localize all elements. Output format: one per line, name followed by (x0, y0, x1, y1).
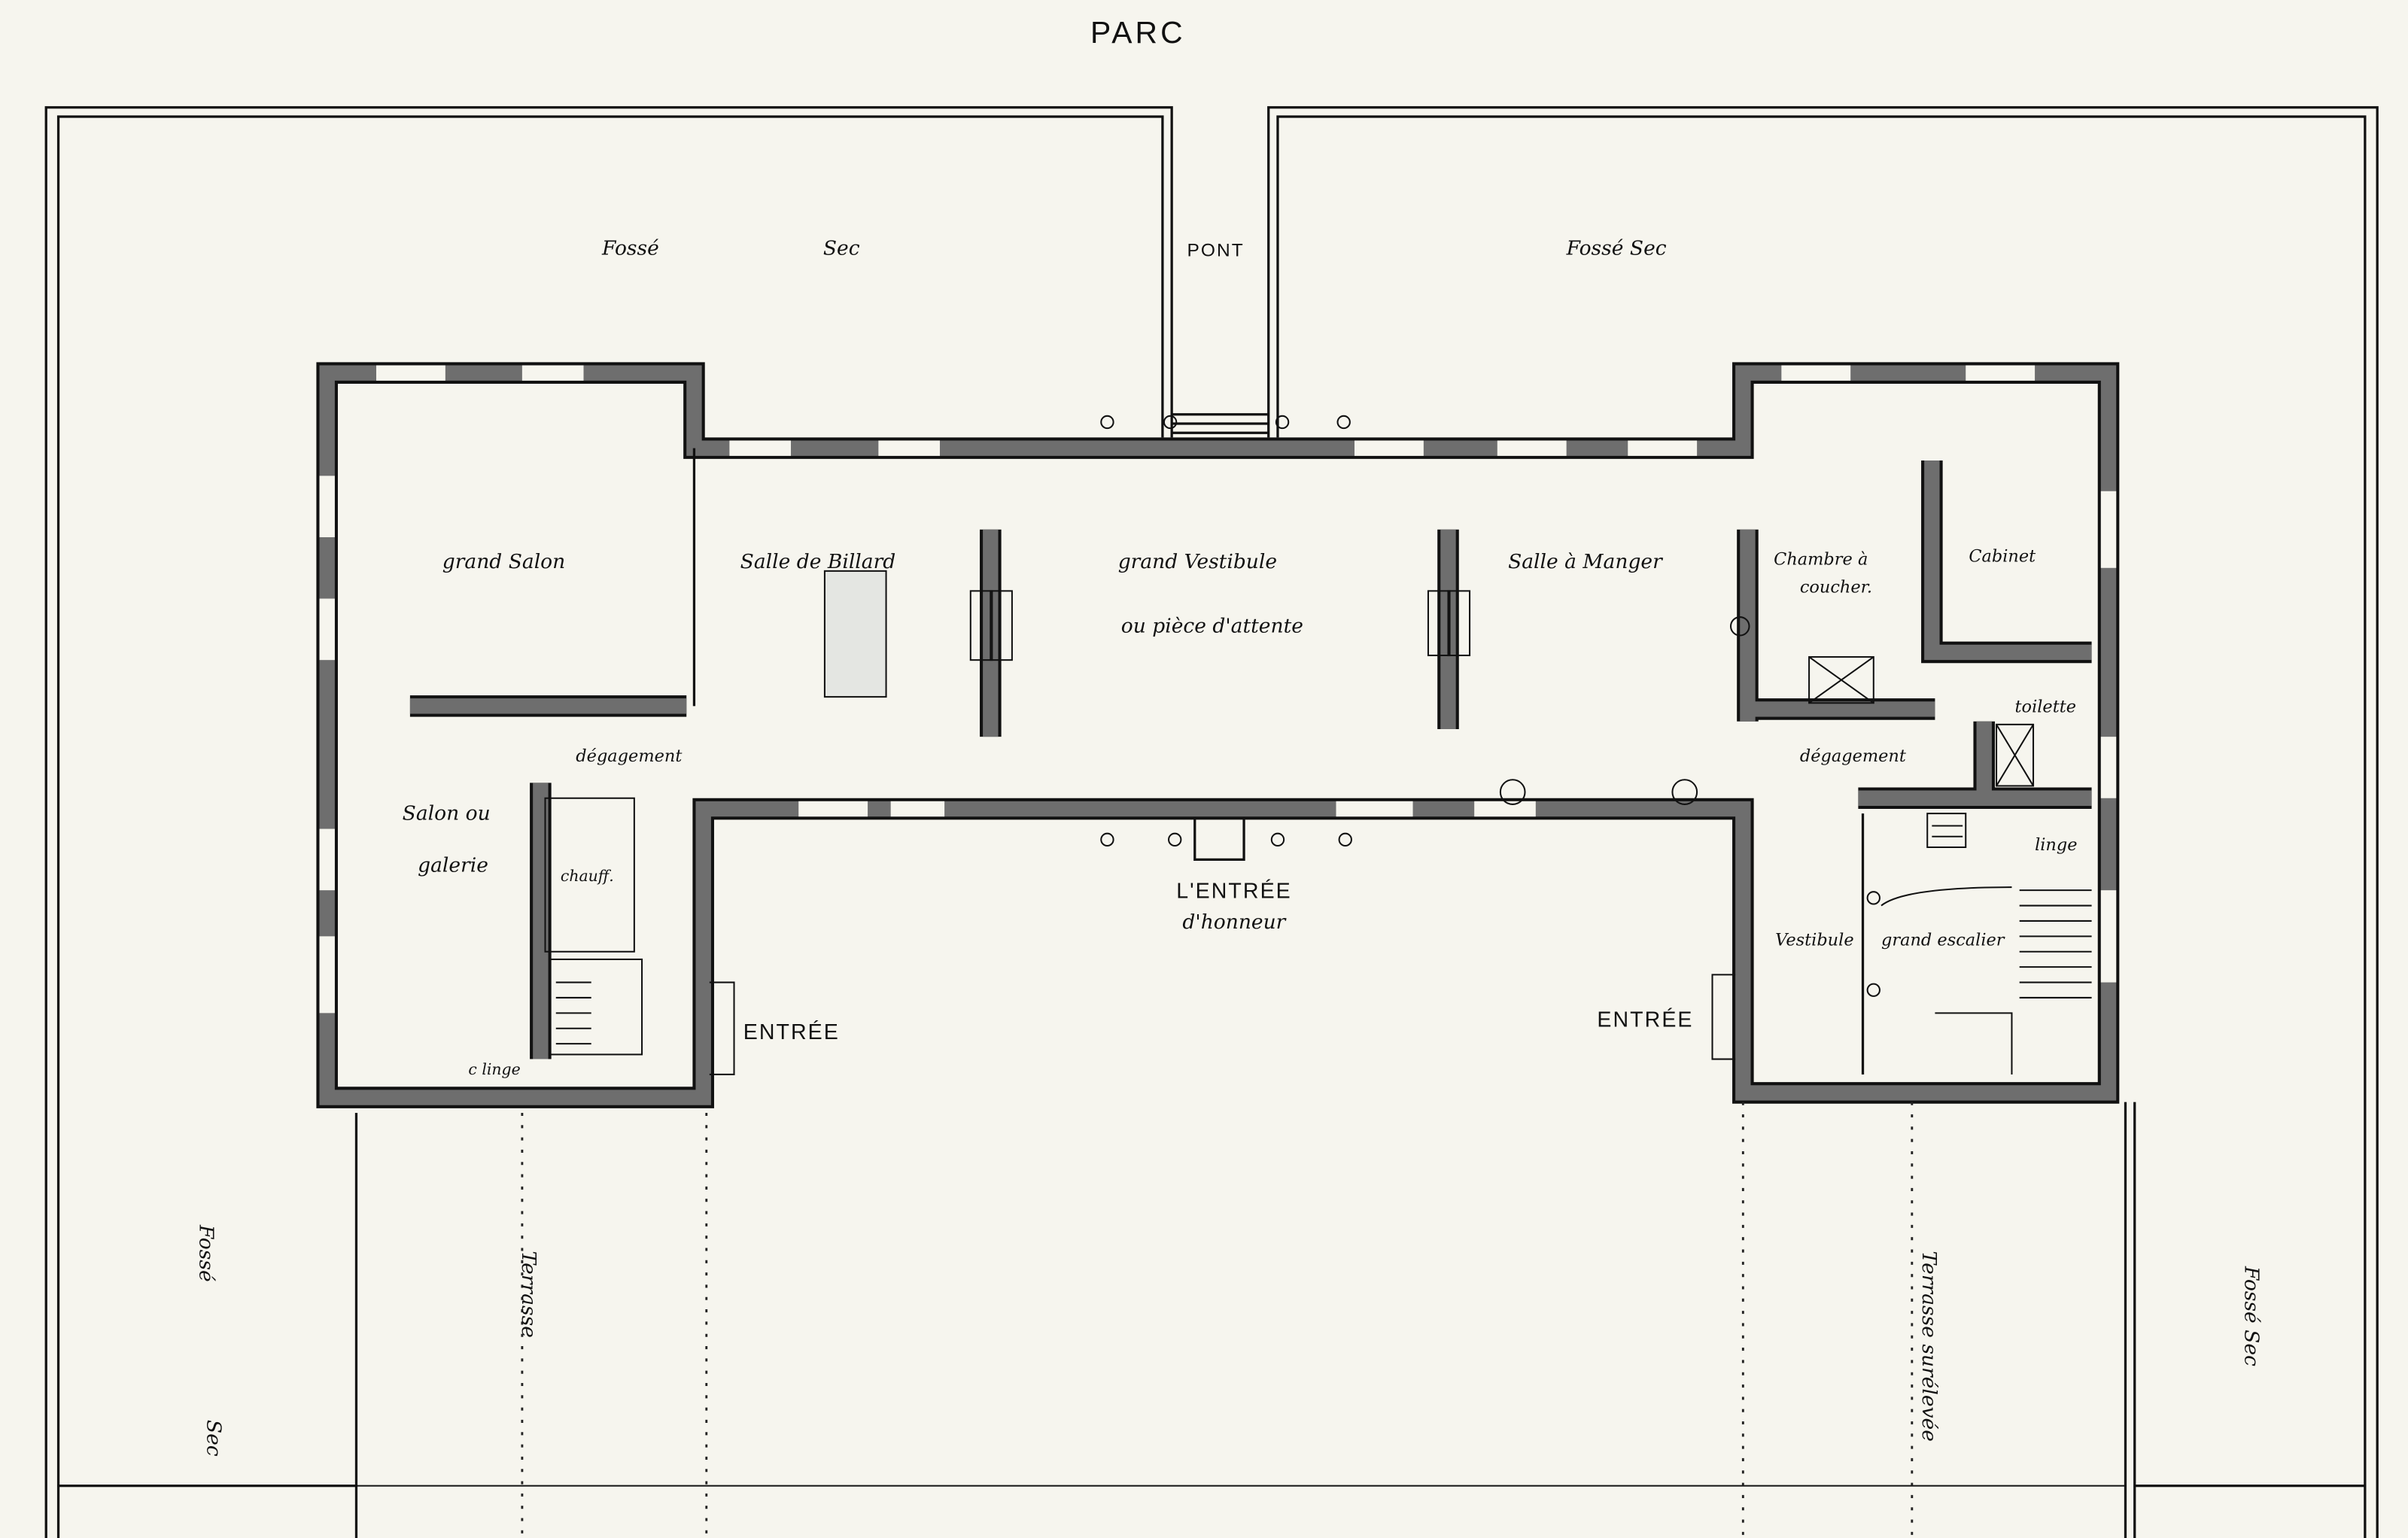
room-degagement-left: dégagement (576, 746, 683, 766)
entrance-main: L'ENTRÉE (1176, 879, 1291, 903)
room-grand-escalier: grand escalier (1881, 931, 2005, 950)
moat-side-right: Fossé Sec (2240, 1266, 2264, 1366)
room-degagement-right: dégagement (1800, 746, 1907, 766)
terrace-lines (521, 1102, 1914, 1538)
moat-frame (44, 106, 2379, 1538)
room-linge: linge (2035, 835, 2077, 855)
bridge (1172, 413, 1269, 861)
terrace-right: Terrasse surélevée (1917, 1251, 1941, 1442)
entrance-main-sub: d'honneur (1182, 910, 1286, 934)
entrance-left: ENTRÉE (743, 1020, 840, 1044)
stair-details (544, 415, 2092, 1075)
room-chambre-2: coucher. (1800, 577, 1872, 597)
billiard-table (823, 570, 887, 698)
moat-side-left-1: Fossé (194, 1224, 217, 1282)
room-vestibule-right: Vestibule (1775, 931, 1853, 950)
entrance-right: ENTRÉE (1597, 1008, 1693, 1032)
moat-label-left-2: Sec (823, 237, 860, 260)
room-chauffage: chauff. (561, 867, 614, 885)
room-salon-galerie-1: Salon ou (403, 801, 491, 825)
room-toilette: toilette (2015, 698, 2076, 717)
room-grand-salon: grand Salon (442, 550, 565, 573)
room-wc: c linge (468, 1060, 520, 1078)
room-vestibule: grand Vestibule (1118, 550, 1277, 573)
parc-label: PARC (1090, 15, 1186, 50)
moat-side-left-2: Sec (202, 1420, 226, 1457)
room-chambre-1: Chambre à (1774, 550, 1868, 570)
building-walls (316, 362, 2120, 1108)
room-cabinet: Cabinet (1969, 547, 2036, 567)
room-salon-galerie-2: galerie (418, 854, 488, 877)
terrace-left: Terrasse (517, 1251, 540, 1338)
pont-label: PONT (1187, 241, 1245, 261)
moat-label-right: Fossé Sec (1566, 237, 1667, 260)
room-billard: Salle de Billard (740, 550, 896, 573)
room-salle-a-manger: Salle à Manger (1508, 550, 1663, 573)
moat-label-left-1: Fossé (601, 237, 659, 260)
room-vestibule-sub: ou pièce d'attente (1121, 614, 1303, 637)
